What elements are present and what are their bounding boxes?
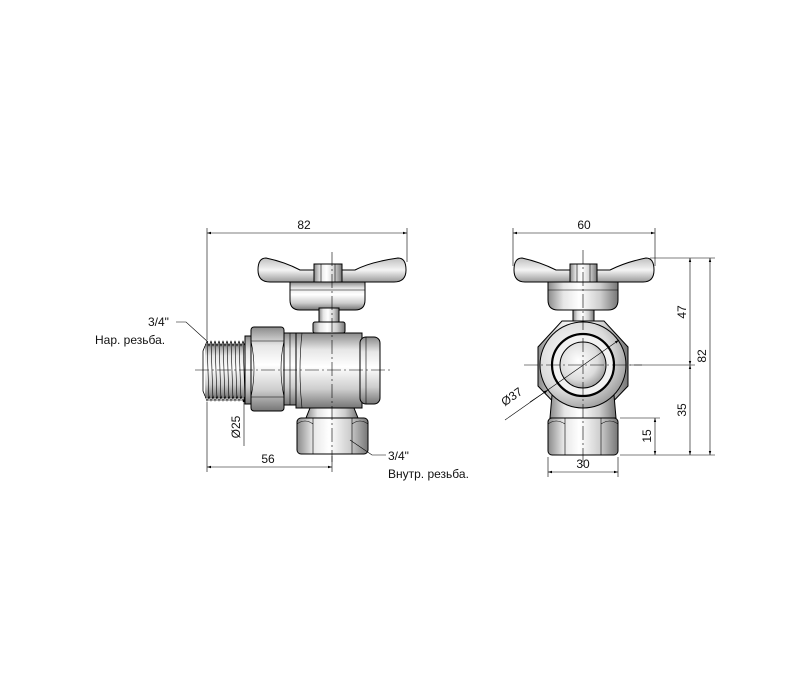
dimension-offset: 56	[261, 452, 275, 466]
dimension-height-total: 82	[695, 349, 709, 363]
dimension-arrow-d37	[529, 389, 549, 403]
dimension-nut-width: 30	[576, 457, 590, 471]
union-nut-faces	[250, 340, 285, 398]
handle-base-plate	[289, 281, 366, 311]
thread-male-size: 3/4"	[148, 315, 169, 329]
dimension-nut-height: 15	[640, 429, 654, 443]
extension-lines-vertical-dims	[620, 257, 715, 456]
valve-body-left-view	[295, 332, 363, 409]
dimension-width-left: 82	[297, 218, 311, 232]
dimension-line-d37	[504, 339, 620, 421]
outlet-nut-faces-front	[547, 418, 619, 455]
thread-male-label: Нар. резьба.	[95, 333, 165, 347]
dimension-height-upper: 47	[675, 305, 689, 319]
handle-nut-faces	[320, 264, 336, 282]
male-thread	[202, 340, 246, 402]
handle-nut-front	[569, 263, 598, 283]
left-view: 82 56 Ø25 3/4" Нар. резьба. 3/4" Внутр. …	[95, 218, 469, 481]
dimension-height-lower: 35	[675, 403, 689, 417]
union-nut	[250, 326, 285, 412]
outlet-nut-faces	[296, 418, 369, 454]
dimension-diameter-left: Ø25	[229, 415, 243, 438]
extension-lines-30	[547, 457, 619, 477]
leader-male-thread	[176, 321, 209, 343]
thread-female-label: Внутр. резьба.	[388, 467, 469, 481]
dimension-diameter-right: Ø37	[498, 384, 525, 409]
stem-collar-left-view	[312, 321, 346, 334]
handle-nut-faces-front	[576, 264, 591, 282]
thread-lines	[206, 340, 246, 402]
thread-chamfer	[202, 345, 206, 397]
handle-nut	[313, 263, 343, 283]
thread-body	[205, 344, 245, 398]
right-view: 60 30 15 35 47 82 Ø37	[498, 218, 715, 477]
dimension-width-right: 60	[577, 218, 591, 232]
extension-lines-56	[206, 402, 333, 472]
leader-female-thread	[349, 439, 386, 456]
thread-crest-top	[204, 340, 246, 347]
handle-right-view	[513, 257, 655, 311]
thread-female-size: 3/4"	[388, 449, 409, 463]
extension-lines-60	[512, 228, 656, 266]
body-end-cap	[359, 336, 381, 405]
extension-lines-82	[206, 228, 408, 340]
outlet-hex-nut	[296, 417, 369, 455]
